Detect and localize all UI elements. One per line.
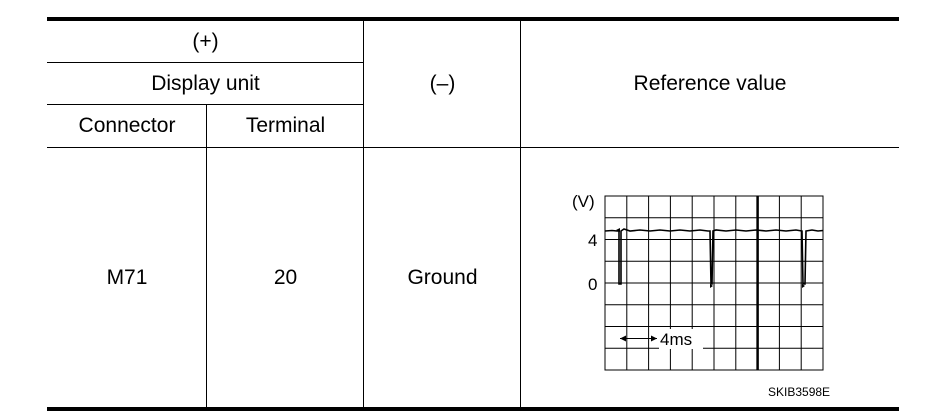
- header-terminal: Terminal: [245, 114, 326, 137]
- header-minus: (–): [429, 72, 456, 95]
- drop-marker-2: [710, 284, 713, 288]
- time-div-arrow-right: [651, 335, 657, 342]
- time-div-label: 4ms: [660, 330, 692, 349]
- col-divider-minus-reference: [520, 19, 521, 408]
- col-divider-connector-terminal: [206, 105, 207, 408]
- drop-marker-3: [802, 284, 805, 288]
- figure-code: SKIB3598E: [768, 385, 830, 399]
- header-bottom-rule: [47, 147, 899, 148]
- cell-minus: Ground: [407, 266, 478, 289]
- header-display-unit: Display unit: [151, 72, 260, 95]
- scope-grid: [604, 195, 824, 371]
- scope-level-0: 0: [588, 275, 597, 294]
- cell-terminal: 20: [273, 266, 298, 289]
- header-connector: Connector: [78, 114, 176, 137]
- header-reference-value: Reference value: [633, 72, 787, 95]
- scope-unit-label: (V): [572, 192, 595, 211]
- scope-level-4: 4: [588, 231, 597, 250]
- header-rule-1: [47, 62, 364, 63]
- drop-marker-1: [616, 228, 620, 232]
- header-plus: (+): [192, 30, 219, 53]
- time-div-arrow-left: [620, 335, 626, 342]
- table-top-rule: [47, 17, 899, 21]
- col-divider-plus-minus: [363, 19, 364, 408]
- table-bottom-rule: [47, 407, 899, 411]
- time-div-label-bg: [659, 329, 703, 349]
- waveform-trace: [604, 228, 824, 285]
- cell-connector: M71: [106, 266, 148, 289]
- header-rule-2: [47, 104, 364, 105]
